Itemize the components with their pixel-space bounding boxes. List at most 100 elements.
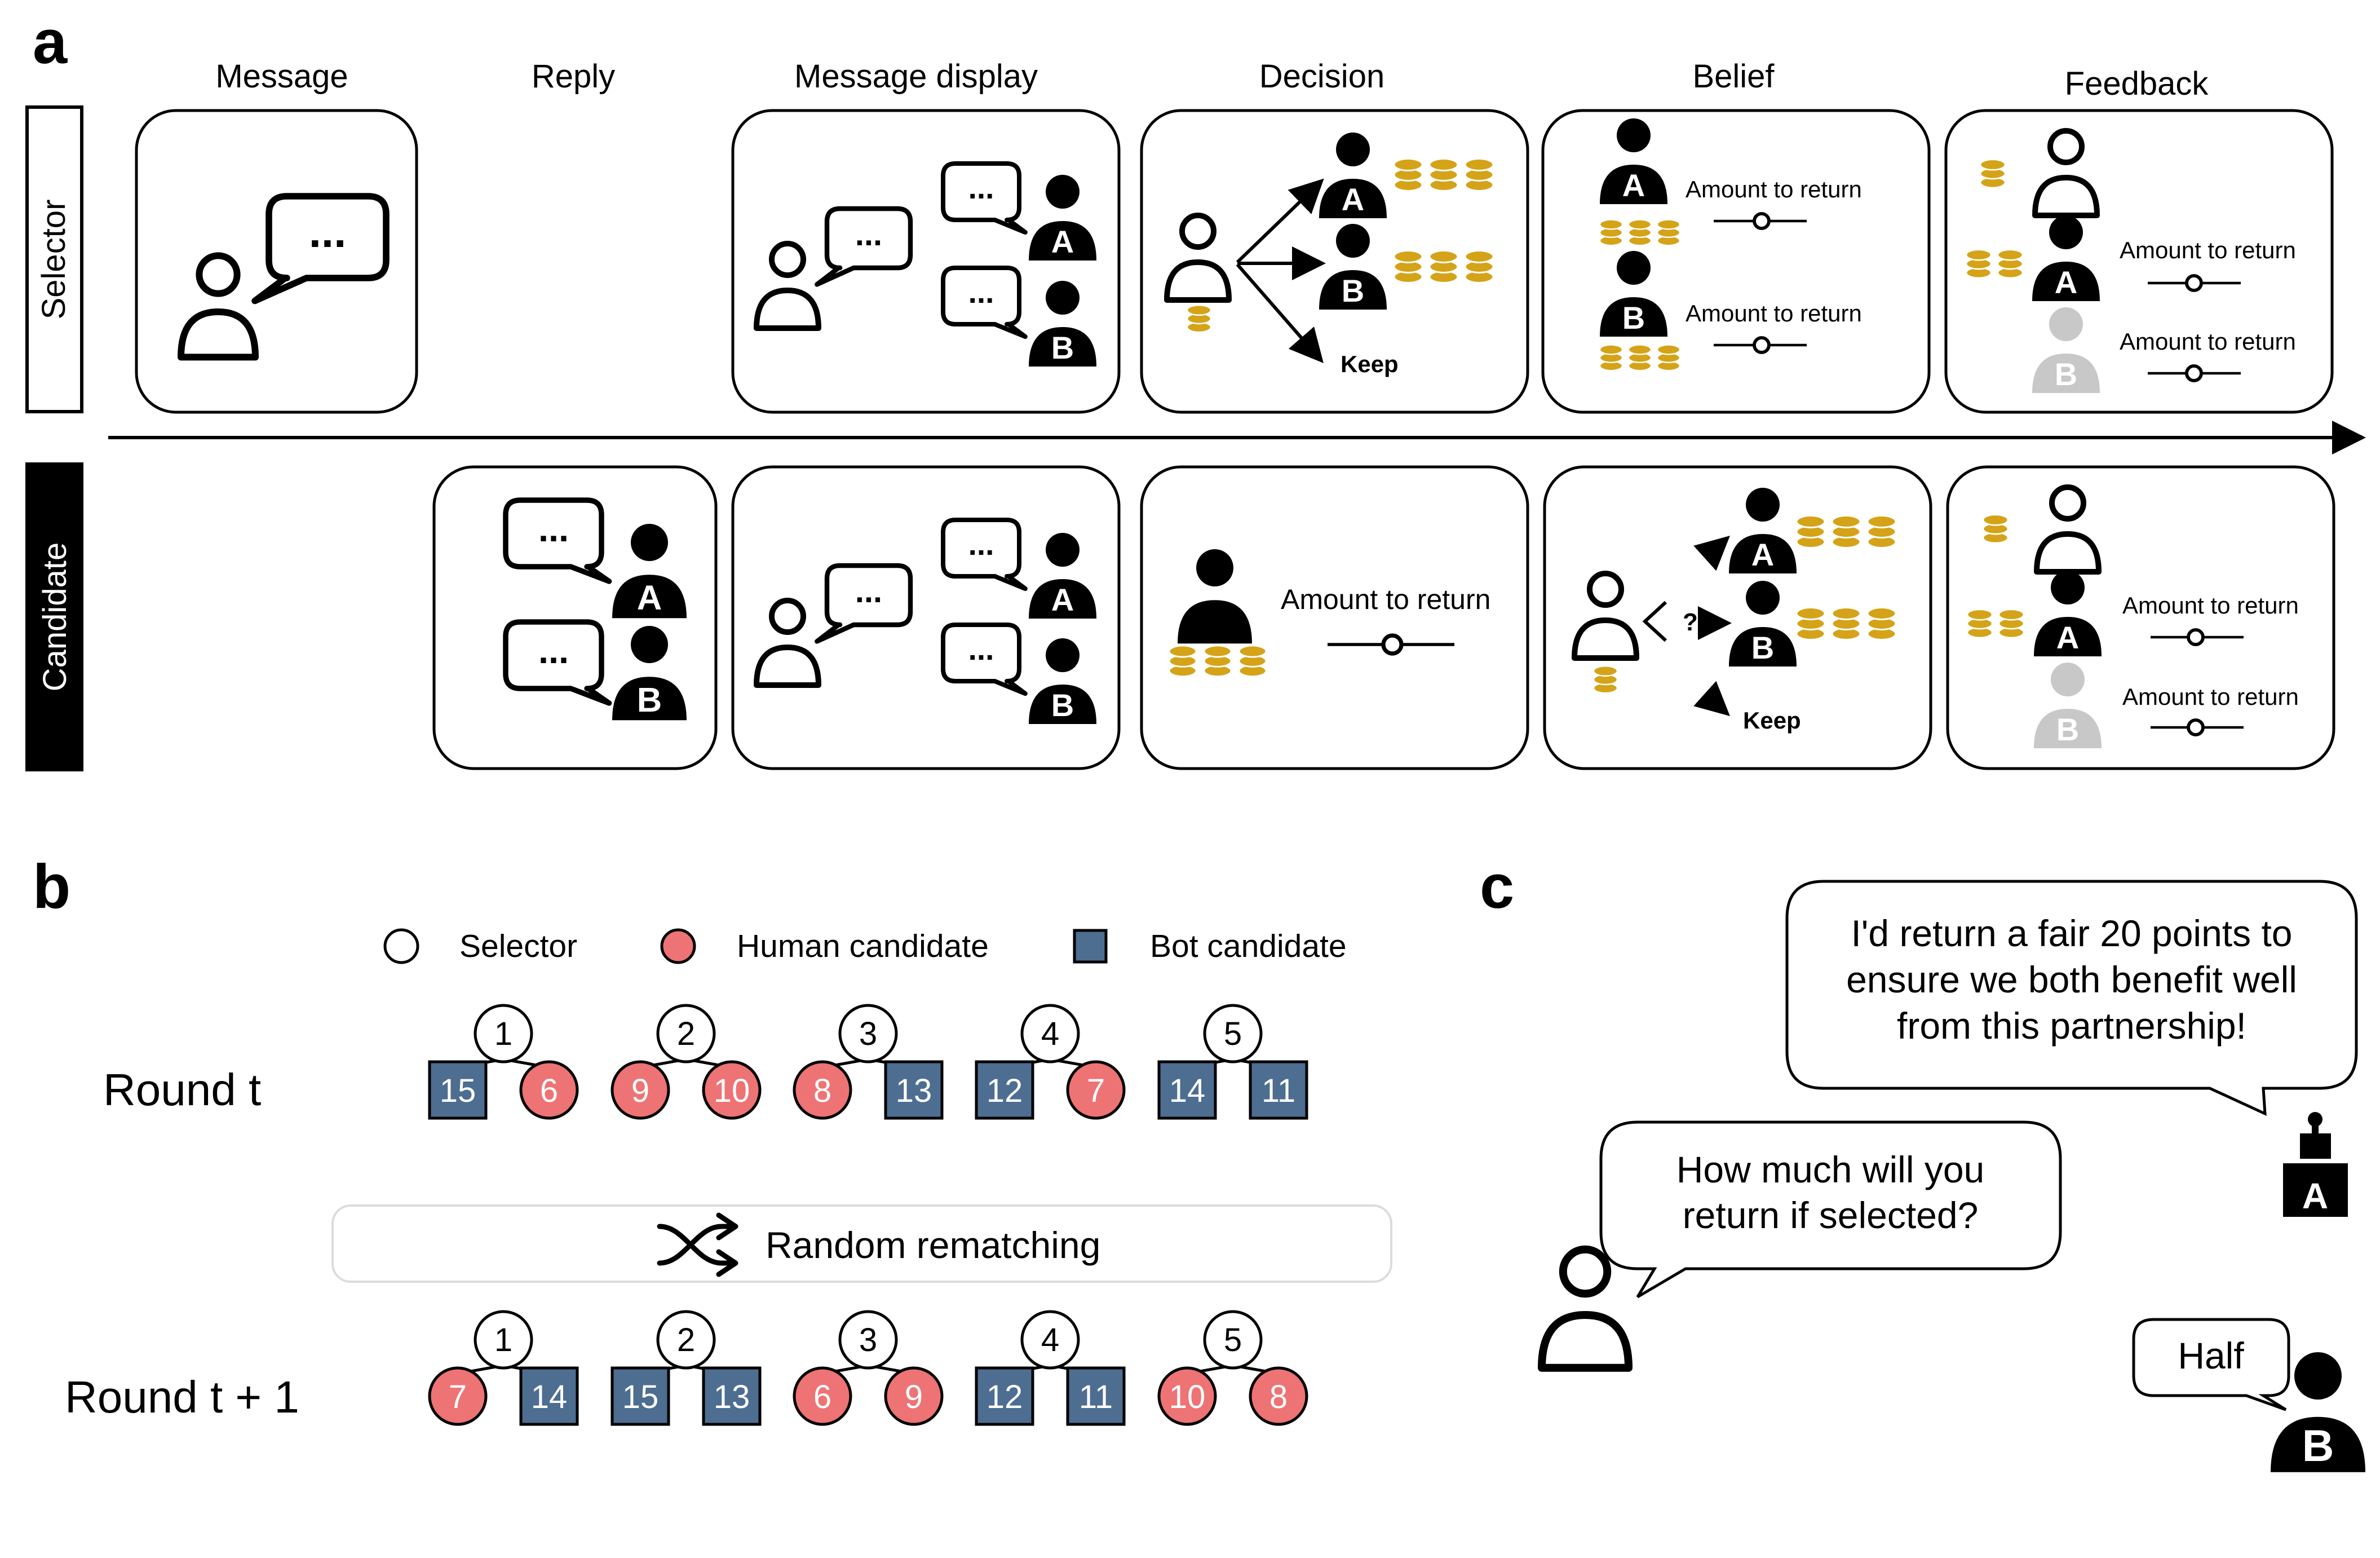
ellipsis-icon: ...: [309, 206, 346, 257]
selector-node-label: 1: [494, 1016, 512, 1052]
candidate-a-message-line-2: ensure we both benefit well: [1846, 959, 2297, 1000]
human-candidate-node: [1157, 1366, 1217, 1426]
random-rematching-label: Random rematching: [766, 1224, 1100, 1266]
coin-stack-icon: [1464, 158, 1494, 192]
coins-icon: [1966, 608, 2025, 639]
selector-node-label: 3: [859, 1322, 877, 1358]
coin-stack-icon: [1795, 515, 1826, 549]
candidate-node-label: 7: [449, 1379, 467, 1415]
selector-role-label: Selector: [25, 105, 83, 413]
choose-a-arrow: [1236, 178, 1324, 264]
ellipsis-icon: ...: [968, 275, 994, 310]
amount-to-return-label: Amount to return: [1281, 584, 1490, 615]
selector-node-label: 4: [1041, 1322, 1059, 1358]
candidate-b-icon: B: [612, 626, 687, 721]
reply-bubble-a-icon: ...: [941, 518, 1028, 591]
candidate-node-label: 15: [440, 1072, 476, 1109]
selector-node: [838, 1310, 898, 1370]
badge-b: B: [2302, 1421, 2334, 1471]
candidate-a-icon: A: [1319, 133, 1387, 218]
selector-person-icon: [1572, 571, 1639, 661]
candidate-a-icon: A: [1600, 118, 1667, 204]
coin-stack-icon: [1998, 608, 2025, 639]
candidate-node-label: 10: [714, 1072, 750, 1109]
bot-candidate-node: [1249, 1060, 1308, 1120]
candidate-a-icon: A: [2032, 215, 2100, 301]
candidate-b-icon: B: [1729, 581, 1797, 667]
ellipsis-icon: ...: [538, 630, 569, 671]
badge-a: A: [637, 579, 662, 617]
belief-arrow-a: [1693, 535, 1730, 571]
shuffle-icon: [657, 1212, 738, 1277]
svg-text:Candidate: Candidate: [37, 542, 73, 691]
bot-candidate-node: [611, 1366, 670, 1426]
coin-stack-icon: [1168, 645, 1197, 678]
legend-bot-marker: [1073, 929, 1108, 964]
bot-candidate-node: [428, 1060, 488, 1120]
amount-to-return-label: Amount to return: [1686, 176, 1862, 202]
coin-stack-icon: [1656, 219, 1681, 246]
amount-to-return-label: Amount to return: [2122, 592, 2299, 619]
coin-stack-icon: [1428, 250, 1459, 284]
candidate-b-icon: B: [1319, 224, 1387, 310]
selector-node: [1203, 1310, 1263, 1370]
message-bubble-icon: ...: [251, 193, 390, 304]
candidate-decision-card: [1140, 465, 1529, 770]
panel-a: a Message Reply Message display Decision…: [25, 7, 2366, 771]
legend-bot-label: Bot candidate: [1150, 928, 1347, 964]
panel-b-letter: b: [33, 852, 70, 921]
badge-a: A: [2056, 620, 2079, 655]
selector-person-icon: [1164, 213, 1232, 303]
badge-b: B: [1051, 330, 1074, 365]
slider-icon: [2151, 628, 2244, 646]
stage-message-display-label: Message display: [794, 58, 1038, 95]
amount-to-return-label: Amount to return: [2120, 237, 2296, 263]
candidate-b-grey-icon: B: [2034, 663, 2102, 748]
selector-person-icon: [178, 252, 259, 361]
selector-node-label: 1: [494, 1322, 512, 1358]
panel-c-letter: c: [1480, 852, 1514, 921]
panel-a-letter: a: [33, 7, 68, 77]
selector-node-label: 3: [859, 1016, 877, 1052]
legend-human-label: Human candidate: [737, 928, 989, 964]
candidate-node-label: 8: [1269, 1379, 1288, 1415]
bot-badge-a: A: [2302, 1176, 2328, 1216]
reply-bubble-a-icon: ...: [941, 161, 1028, 235]
legend: Selector Human candidate Bot candidate: [383, 928, 1347, 964]
ellipsis-icon: ...: [855, 573, 882, 610]
keep-label: Keep: [1341, 351, 1399, 377]
badge-b: B: [1342, 273, 1364, 308]
coin-stack-icon: [1592, 665, 1618, 694]
candidate-node-label: 14: [531, 1379, 568, 1415]
slider-icon: [1714, 336, 1807, 354]
candidate-a-icon: A: [2034, 571, 2102, 656]
badge-a: A: [2055, 264, 2077, 300]
badge-a: A: [1622, 167, 1645, 203]
selector-node: [474, 1310, 533, 1370]
coin-stack-icon: [1627, 344, 1652, 372]
round-t-label: Round t: [103, 1065, 261, 1115]
keep-arrow: [1236, 263, 1324, 364]
badge-b: B: [2056, 712, 2079, 747]
legend-selector-label: Selector: [459, 928, 577, 964]
candidate-node-label: 9: [631, 1072, 649, 1109]
slider-icon: [2148, 364, 2241, 382]
chevron-left-icon: [1642, 601, 1667, 642]
svg-text:Selector: Selector: [36, 200, 72, 320]
round-t1-label: Round t + 1: [65, 1372, 299, 1422]
reply-bubble-b-icon: ...: [941, 266, 1028, 339]
candidate-a-message-line-3: from this partnership!: [1897, 1005, 2246, 1047]
legend-selector-marker: [383, 928, 419, 964]
candidate-node-label: 10: [1169, 1379, 1206, 1415]
coins-icon: [1168, 645, 1267, 678]
slider-icon: [1328, 633, 1454, 656]
coin-stack-icon: [1979, 158, 2006, 189]
candidate-b-message: Half: [2178, 1335, 2244, 1376]
ellipsis-icon: ...: [855, 217, 882, 253]
coin-stack-icon: [1656, 344, 1681, 372]
coin-stack-icon: [1186, 304, 1212, 333]
coin-stack-icon: [1393, 250, 1423, 284]
